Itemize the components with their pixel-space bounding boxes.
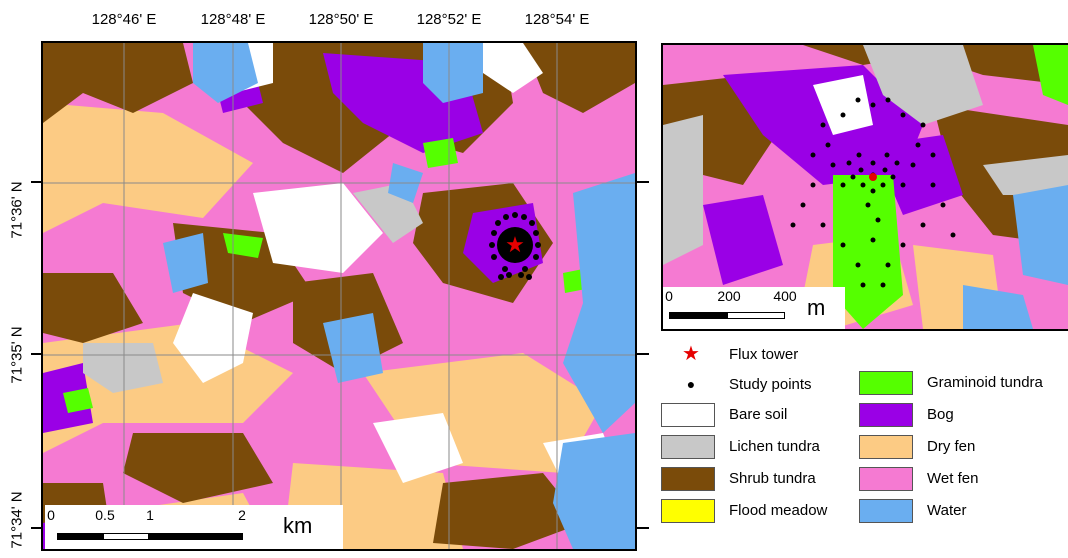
tick-mark: [637, 353, 649, 355]
dot-icon: ●: [686, 376, 696, 392]
legend-item-bog: Bog: [859, 403, 1059, 427]
legend-item-shrub-tundra: Shrub tundra: [661, 467, 851, 491]
legend-item-wet-fen: Wet fen: [859, 467, 1059, 491]
scale-tick-label: 0: [665, 288, 673, 304]
legend-swatch: [661, 435, 715, 459]
legend-item-bare-soil: Bare soil: [661, 403, 851, 427]
legend-swatch: [859, 435, 913, 459]
inset-scale-bar: 0 200 400 m: [663, 287, 845, 329]
latitude-label: 71°36' N: [8, 181, 26, 239]
legend-label: Study points: [729, 376, 812, 393]
scale-segment: [57, 533, 103, 540]
scale-tick-label: 1: [146, 507, 154, 523]
main-map[interactable]: ★ 0 0.5 1 2 km: [41, 41, 637, 551]
tick-mark: [31, 353, 41, 355]
legend-swatch: [859, 499, 913, 523]
latitude-label: 71°35' N: [8, 326, 26, 384]
legend-item-flood-meadow: Flood meadow: [661, 499, 851, 523]
scale-unit: km: [283, 513, 313, 538]
scale-segment: [149, 533, 243, 540]
legend-label: Shrub tundra: [729, 470, 816, 487]
scale-unit: m: [807, 295, 826, 320]
tick-mark: [637, 181, 649, 183]
inset-study-points: [790, 97, 956, 288]
legend-swatch: [661, 467, 715, 491]
legend-item-dry-fen: Dry fen: [859, 435, 1059, 459]
legend-swatch: [661, 499, 715, 523]
longitude-label: 128°46' E: [91, 11, 157, 28]
inset-map[interactable]: 0 200 400 m: [661, 43, 1068, 331]
study-points-cluster: [489, 212, 541, 280]
legend-item-flux-tower: ★ Flux tower: [661, 343, 851, 367]
legend-label: Water: [927, 502, 967, 519]
legend-swatch: [859, 403, 913, 427]
inset-map-canvas: [663, 45, 1068, 329]
scale-tick-label: 2: [238, 507, 246, 523]
longitude-label: 128°48' E: [200, 11, 266, 28]
legend-label: Dry fen: [927, 438, 976, 455]
legend-item-study-points: ● Study points: [661, 373, 851, 397]
scale-tick-label: 0: [47, 507, 55, 523]
legend-label: Flux tower: [729, 346, 799, 363]
main-scale-bar: 0 0.5 1 2 km: [45, 505, 343, 549]
flux-tower-marker: ★: [505, 233, 525, 258]
legend-item-lichen-tundra: Lichen tundra: [661, 435, 851, 459]
legend-label: Flood meadow: [729, 502, 828, 519]
legend-item-graminoid-tundra: Graminoid tundra: [859, 371, 1068, 395]
legend-label: Bog: [927, 406, 954, 423]
legend-label: Lichen tundra: [729, 438, 820, 455]
legend-swatch: [859, 467, 913, 491]
inset-flux-tower-marker: [869, 173, 877, 181]
longitude-label: 128°54' E: [524, 11, 590, 28]
tick-mark: [31, 181, 41, 183]
scale-tick-label: 0.5: [95, 507, 115, 523]
legend-swatch: [661, 403, 715, 427]
tick-mark: [637, 527, 649, 529]
scale-segment: [727, 312, 785, 319]
star-icon: ★: [682, 343, 700, 365]
scale-segment: [669, 312, 727, 319]
legend-label: Bare soil: [729, 406, 788, 423]
scale-tick-label: 400: [773, 288, 797, 304]
latitude-label: 71°34' N: [8, 491, 26, 549]
tick-mark: [31, 527, 41, 529]
longitude-label: 128°52' E: [416, 11, 482, 28]
scale-tick-label: 200: [717, 288, 741, 304]
scale-segment: [103, 533, 149, 540]
legend-label: Graminoid tundra: [927, 374, 1043, 391]
legend-item-water: Water: [859, 499, 1059, 523]
legend-swatch: [859, 371, 913, 395]
legend-label: Wet fen: [927, 470, 979, 487]
main-map-canvas: ★: [43, 43, 635, 549]
longitude-label: 128°50' E: [308, 11, 374, 28]
